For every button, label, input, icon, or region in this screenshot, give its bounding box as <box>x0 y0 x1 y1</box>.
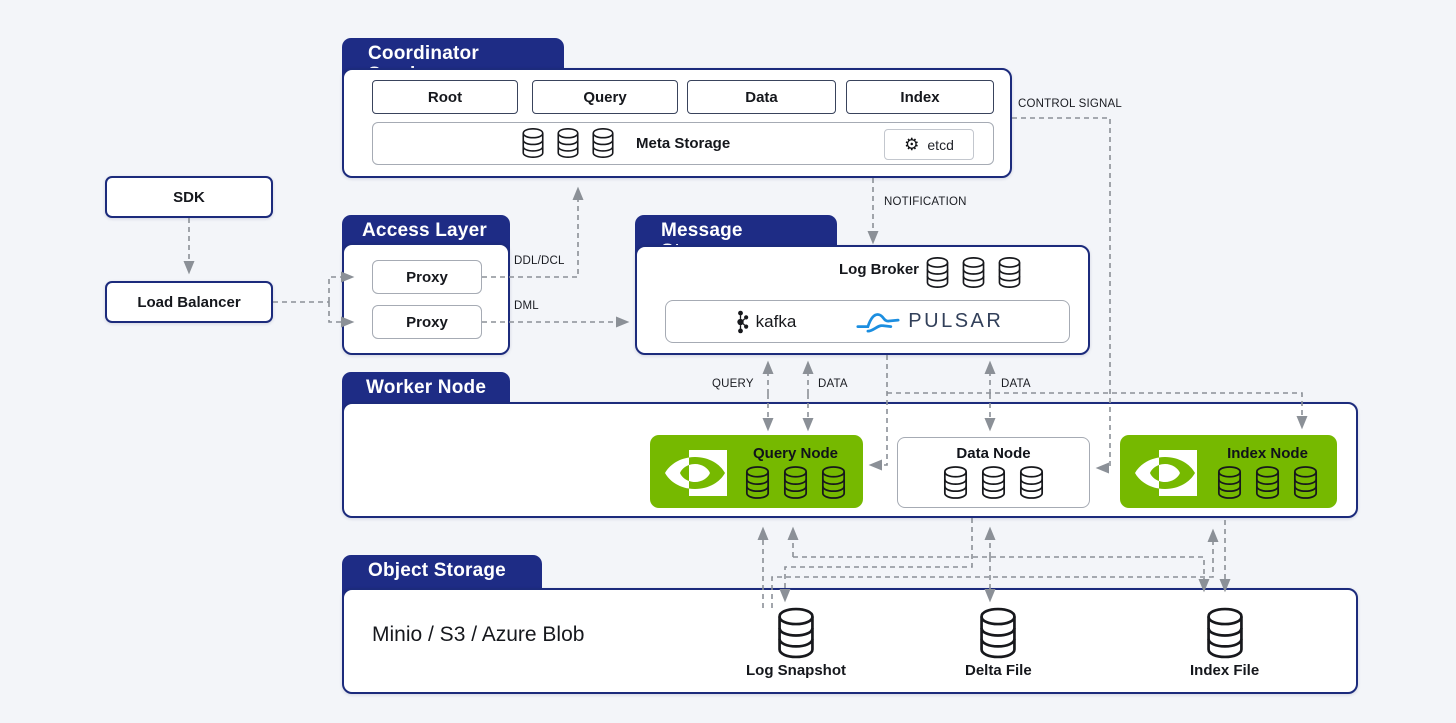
database-icon <box>941 465 970 500</box>
database-icon <box>590 127 616 159</box>
proxy-1-label: Proxy <box>406 268 448 286</box>
index-node-label: Index Node <box>1227 445 1308 462</box>
index-file-label: Index File <box>1190 662 1260 679</box>
database-icon <box>771 606 821 660</box>
query-node-label: Query Node <box>752 445 839 462</box>
log-broker-label: Log Broker <box>839 261 920 278</box>
index-node-card: Index Node <box>1120 435 1337 508</box>
proxy-2-label: Proxy <box>406 313 448 331</box>
edge-query-node-to-index-file <box>793 556 1210 593</box>
coordinator-data-label: Data <box>745 88 778 106</box>
pulsar-icon <box>856 312 900 333</box>
delta-file-label: Delta File <box>965 662 1032 679</box>
database-icon <box>979 465 1008 500</box>
meta-storage-db-icons <box>520 127 616 159</box>
database-icon <box>1200 606 1250 660</box>
data-edge-label-right: DATA <box>1001 378 1031 390</box>
message-tab-label: Message <box>661 220 743 241</box>
proxy-box-2: Proxy <box>372 305 482 339</box>
database-icon <box>960 256 987 289</box>
database-icon <box>973 606 1023 660</box>
coordinator-root-label: Root <box>427 88 463 106</box>
database-icon <box>520 127 546 159</box>
query-node-card: Query Node <box>650 435 863 508</box>
nvidia-logo-icon <box>1135 449 1197 496</box>
database-icon <box>819 465 848 500</box>
etcd-box: ⚙ etcd <box>884 129 974 160</box>
broker-logos-box: kafka PULSAR <box>665 300 1070 343</box>
log-snapshot-item: Log Snapshot <box>746 606 846 679</box>
query-edge-label: QUERY <box>712 378 754 390</box>
coordinator-root-box: Root <box>372 80 518 114</box>
coordinator-index-box: Index <box>846 80 994 114</box>
log-snapshot-label: Log Snapshot <box>746 662 846 679</box>
pulsar-label: PULSAR <box>908 310 1004 332</box>
database-icon <box>1017 465 1046 500</box>
load-balancer-box: Load Balancer <box>105 281 273 323</box>
database-icon <box>1253 465 1282 500</box>
coordinator-tab-label: Coordinator <box>368 43 479 64</box>
kafka-label: kafka <box>755 311 797 331</box>
proxy-box-1: Proxy <box>372 260 482 294</box>
query-node-db-icons <box>743 465 848 500</box>
database-icon <box>743 465 772 500</box>
data-edge-label-left: DATA <box>818 378 848 390</box>
coordinator-query-box: Query <box>532 80 678 114</box>
coordinator-query-label: Query <box>583 88 627 106</box>
dml-label: DML <box>514 300 539 312</box>
ddl-dcl-label: DDL/DCL <box>514 255 565 267</box>
load-balancer-label: Load Balancer <box>137 293 241 311</box>
meta-storage-label: Meta Storage <box>636 135 731 152</box>
gear-icon: ⚙ <box>904 135 920 154</box>
index-file-item: Index File <box>1190 606 1259 679</box>
data-node-db-icons <box>941 465 1046 500</box>
coordinator-index-label: Index <box>900 88 940 106</box>
database-icon <box>996 256 1023 289</box>
database-icon <box>555 127 581 159</box>
object-storage-tab-label: Object Storage <box>368 560 506 581</box>
log-broker-db-icons <box>924 256 1023 289</box>
database-icon <box>1291 465 1320 500</box>
notification-label: NOTIFICATION <box>884 196 967 208</box>
data-node-label: Data Node <box>956 445 1031 462</box>
data-node-card: Data Node <box>897 437 1090 508</box>
database-icon <box>781 465 810 500</box>
etcd-label: etcd <box>927 136 954 153</box>
nvidia-logo-icon <box>665 449 727 496</box>
sdk-label: SDK <box>173 188 205 206</box>
access-layer-tab-label: Access Layer <box>362 220 487 241</box>
kafka-logo: kafka <box>732 309 797 335</box>
worker-node-tab-label: Worker Node <box>366 377 487 398</box>
pulsar-logo: PULSAR <box>856 309 1003 335</box>
control-signal-label: CONTROL SIGNAL <box>1018 98 1122 110</box>
object-storage-providers: Minio / S3 / Azure Blob <box>372 623 585 646</box>
database-icon <box>1215 465 1244 500</box>
delta-file-item: Delta File <box>965 606 1032 679</box>
database-icon <box>924 256 951 289</box>
kafka-icon <box>736 310 748 333</box>
sdk-box: SDK <box>105 176 273 218</box>
index-node-db-icons <box>1215 465 1320 500</box>
coordinator-data-box: Data <box>687 80 836 114</box>
